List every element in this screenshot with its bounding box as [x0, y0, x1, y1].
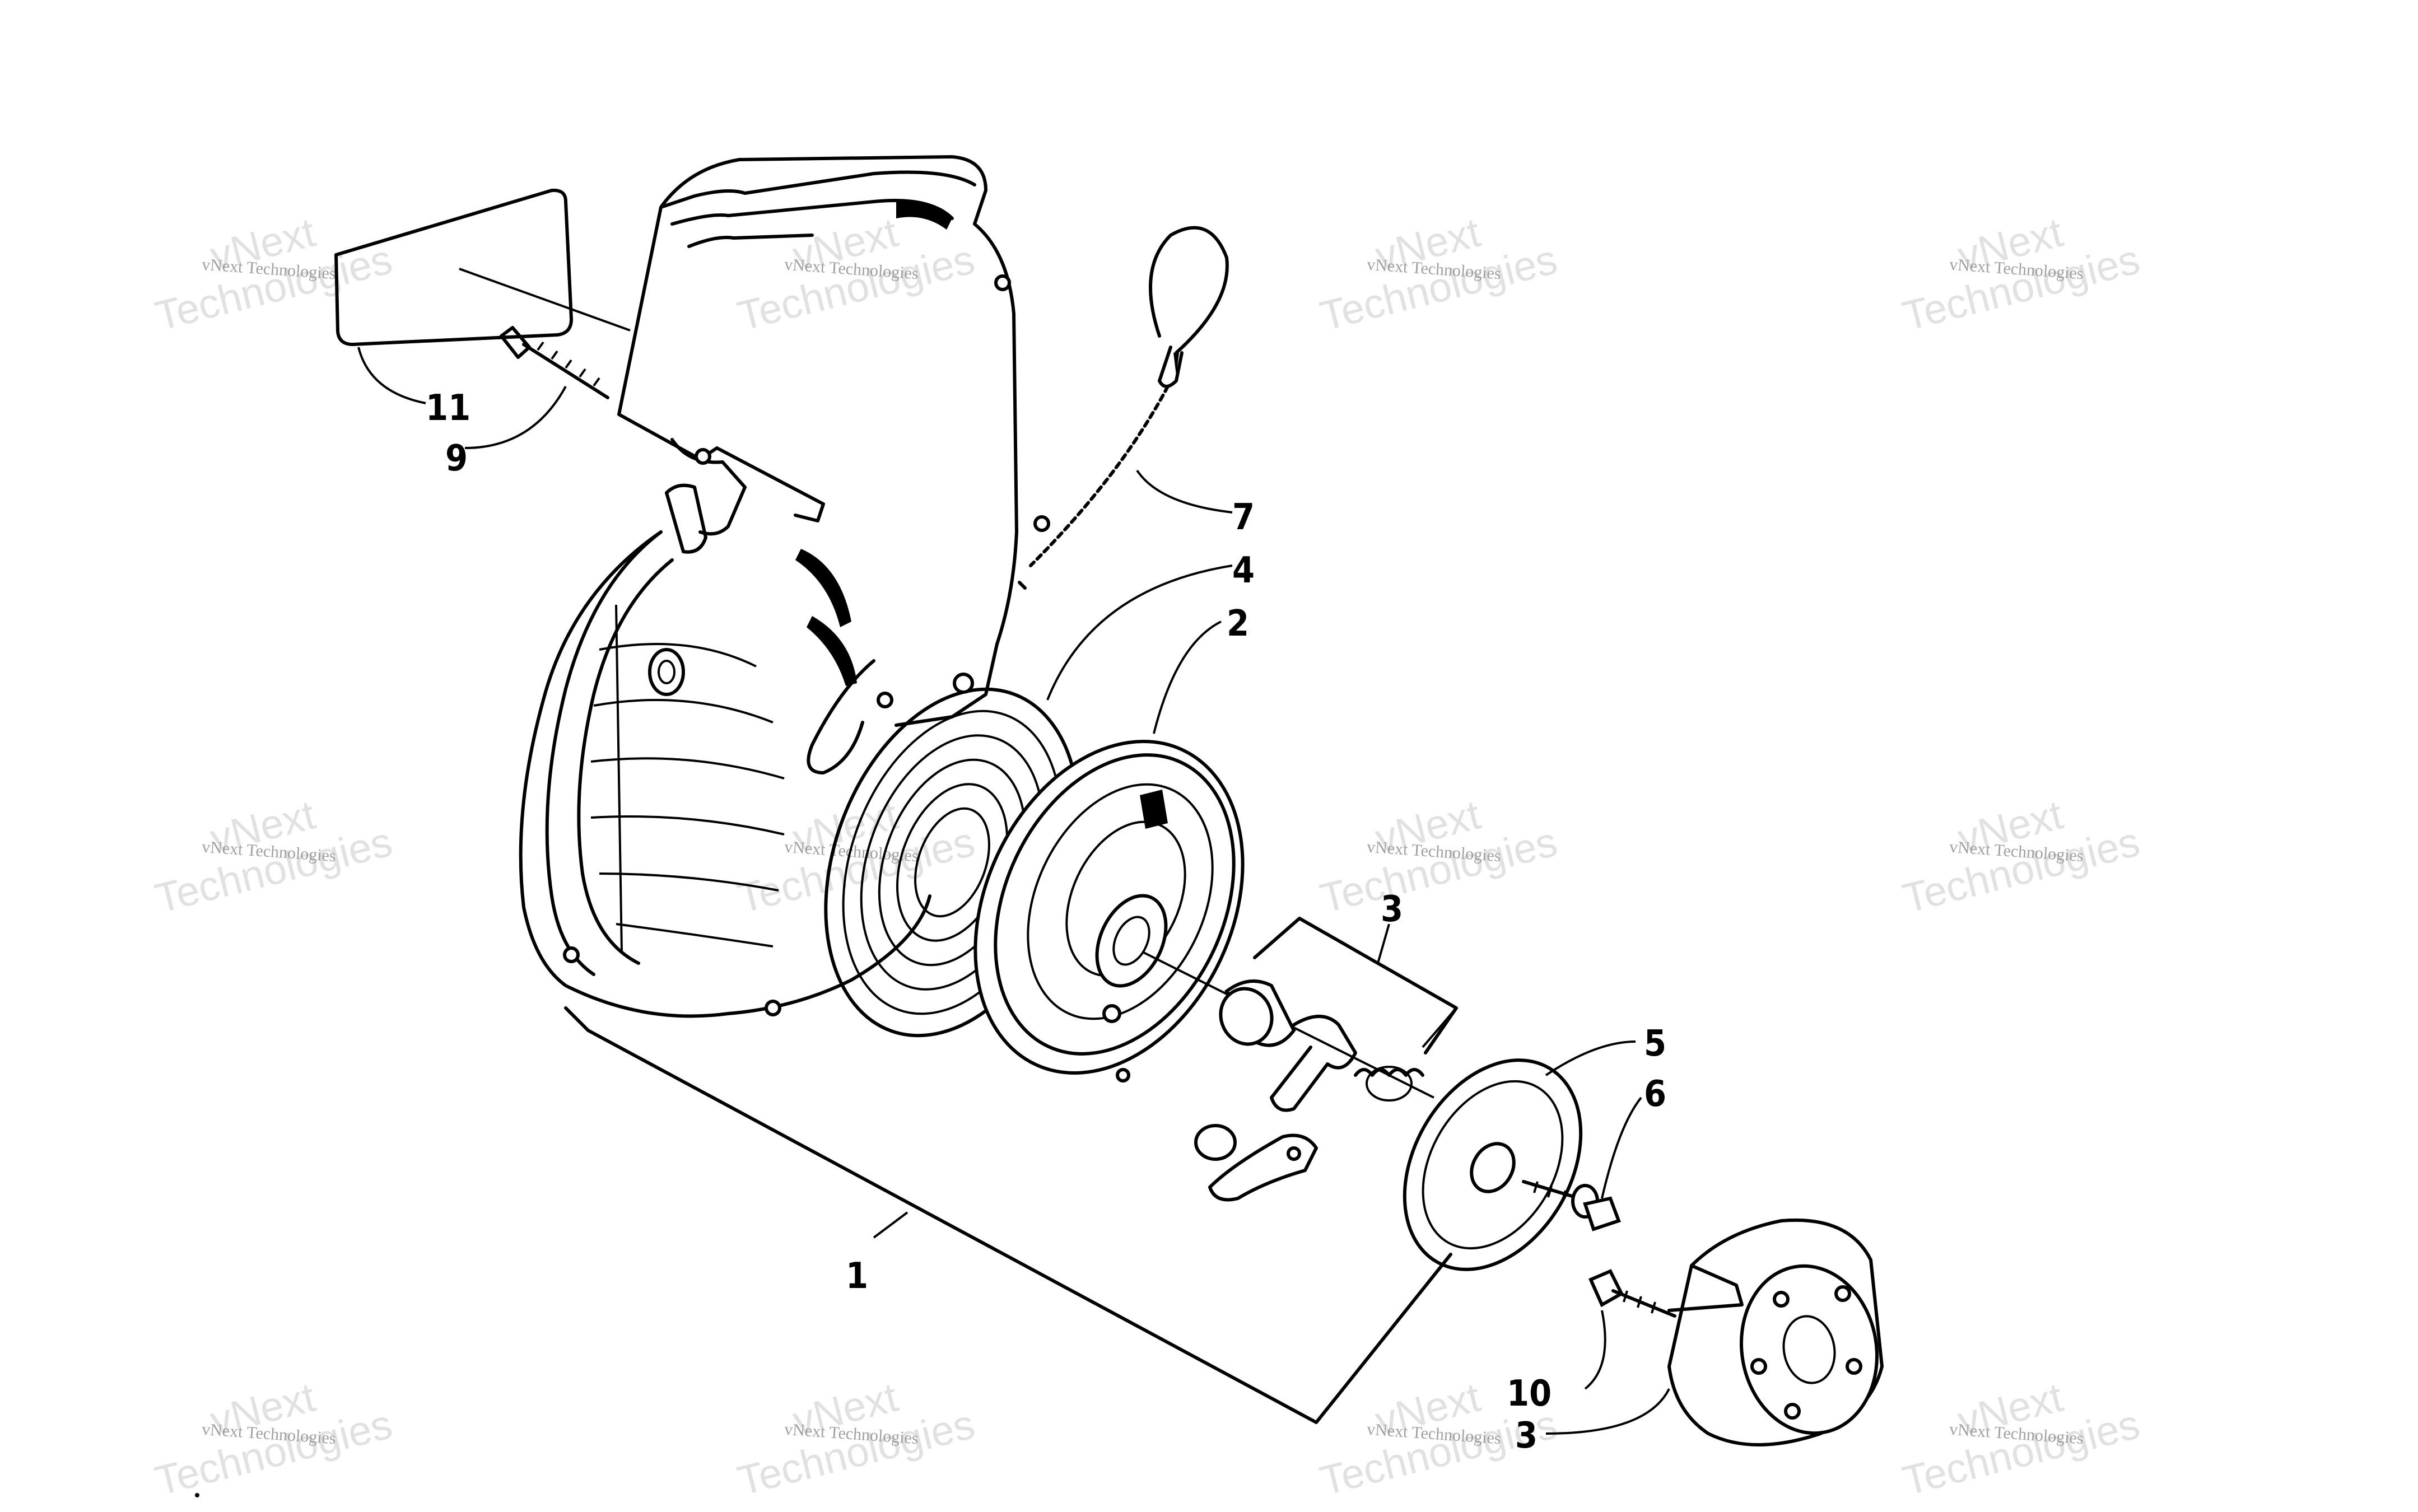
watermark: vNext Technologies vNext Technologies [1898, 209, 2144, 339]
callout-4: 4 [1232, 550, 1255, 591]
callout-7: 7 [1232, 497, 1255, 538]
watermark: vNext Technologies vNext Technologies [1898, 791, 2144, 922]
callout-10: 10 [1507, 1373, 1552, 1415]
watermark: vNext Technologies vNext Technologies [151, 791, 397, 922]
watermark: vNext Technologies vNext Technologies [733, 209, 979, 339]
corner-mark [195, 1493, 199, 1497]
flange-bolt [1522, 1180, 1621, 1231]
callout-3-kit: 3 [1381, 889, 1403, 930]
callout-11: 11 [426, 388, 470, 429]
rope-pulley [973, 740, 1245, 1082]
pawl-kit [1142, 917, 1458, 1202]
drive-cup-bolt [1588, 1269, 1676, 1318]
long-bolt [500, 326, 609, 399]
watermark: vNext Technologies vNext Technologies [151, 209, 397, 339]
starter-housing [519, 155, 1050, 1018]
callout-2: 2 [1227, 603, 1249, 645]
watermark: vNext Technologies vNext Technologies [1316, 791, 1562, 922]
callout-1: 1 [846, 1256, 868, 1297]
callouts: 11 9 7 4 2 3 5 6 1 10 3 [426, 388, 1666, 1457]
washer-plate [1403, 1058, 1583, 1271]
watermark: vNext Technologies vNext Technologies [1898, 1374, 2144, 1504]
watermark: vNext Technologies vNext Technologies [151, 1374, 397, 1504]
callout-5: 5 [1644, 1023, 1666, 1065]
drive-cup [1667, 1218, 1884, 1446]
decal-plate [334, 188, 631, 346]
watermark: vNext Technologies vNext Technologies [733, 1374, 979, 1504]
callout-6: 6 [1644, 1074, 1666, 1115]
rope-handle [807, 226, 1229, 774]
watermark: vNext Technologies vNext Technologies [1316, 209, 1562, 339]
watermark: vNext Technologies vNext Technologies [733, 791, 979, 922]
callout-3-cup: 3 [1515, 1415, 1538, 1457]
callout-9: 9 [445, 438, 468, 479]
leader-lines [357, 347, 1670, 1435]
